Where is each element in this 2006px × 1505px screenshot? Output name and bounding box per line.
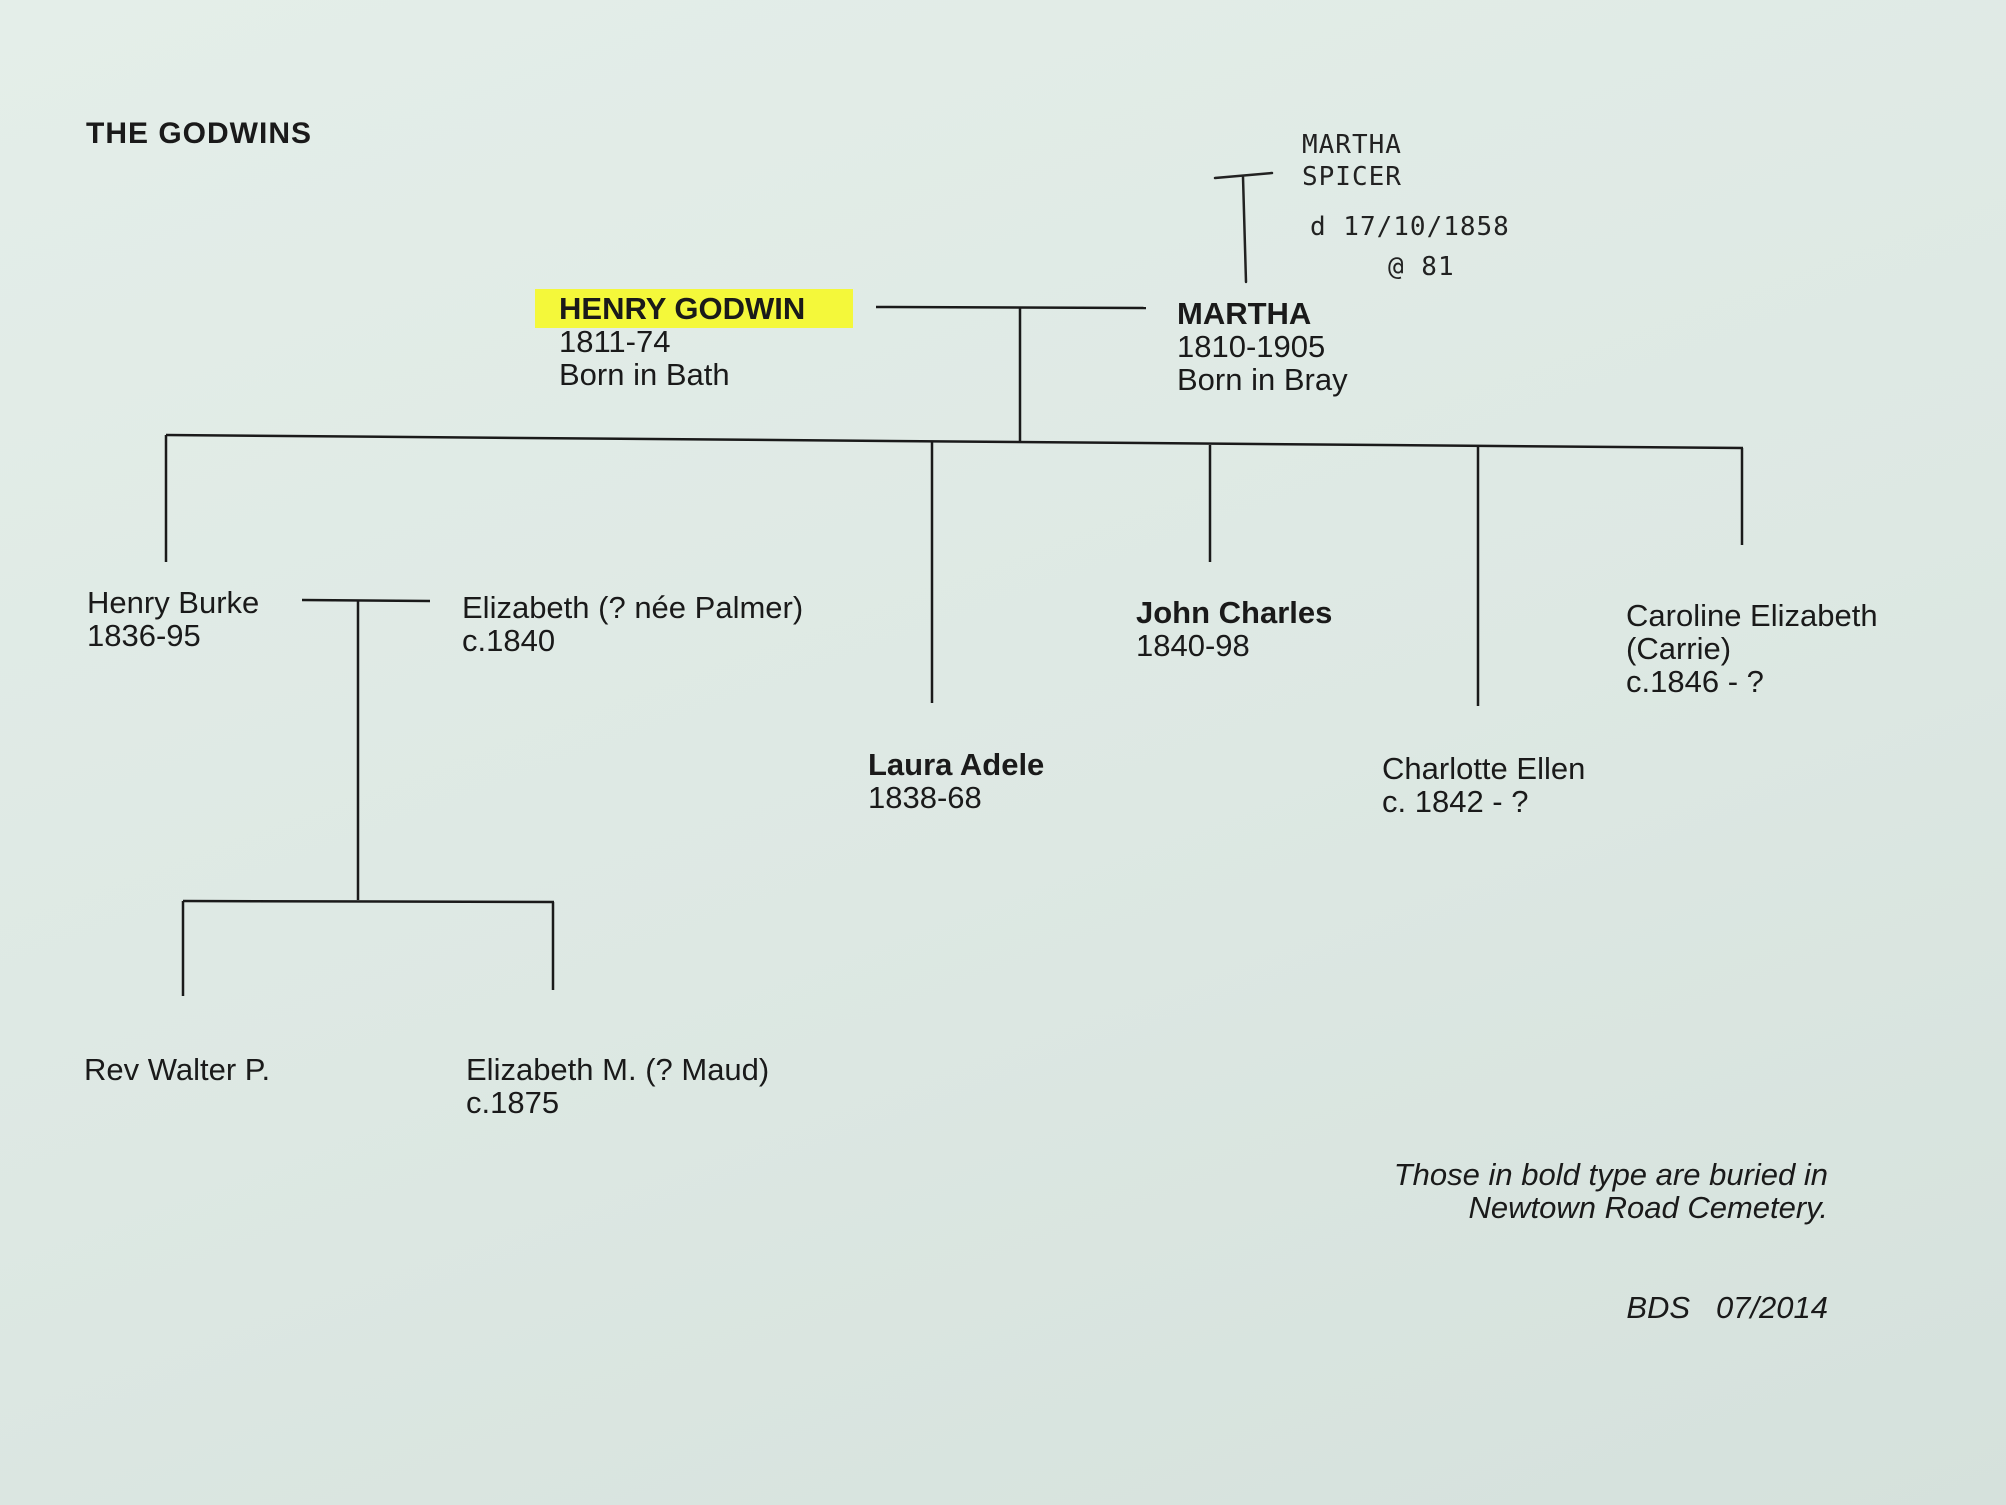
footnote: Those in bold type are buried in Newtown… bbox=[1394, 1158, 1828, 1224]
child-alias: (Carrie) bbox=[1626, 631, 1732, 666]
handwritten-note-line-4: @ 81 bbox=[1388, 252, 1455, 282]
spouse-years: c.1840 bbox=[462, 623, 556, 658]
child-name: Caroline Elizabeth bbox=[1626, 598, 1878, 633]
grandchild-name: Elizabeth M. (? Maud) bbox=[466, 1052, 770, 1087]
father-node: HENRY GODWIN 1811-74 Born in Bath bbox=[535, 289, 854, 392]
handwritten-bracket-stem bbox=[1241, 175, 1248, 284]
grandchild-node-rev-walter: Rev Walter P. bbox=[84, 1053, 270, 1086]
child-name: Laura Adele bbox=[868, 747, 1045, 782]
parents-marriage-line bbox=[875, 305, 1147, 310]
child-years: c. 1842 - ? bbox=[1382, 784, 1529, 819]
henry-burke-marriage-line bbox=[301, 598, 431, 603]
child-node-charlotte-ellen: Charlotte Ellen c. 1842 - ? bbox=[1382, 752, 1585, 818]
mother-node: MARTHA 1810-1905 Born in Bray bbox=[1177, 297, 1348, 396]
grandchild-name: Rev Walter P. bbox=[84, 1052, 271, 1087]
handwritten-note-line-1: MARTHA bbox=[1302, 130, 1402, 160]
child-node-laura-adele: Laura Adele 1838-68 bbox=[868, 748, 1044, 814]
grandchild-years: c.1875 bbox=[466, 1085, 560, 1120]
child-years: 1838-68 bbox=[868, 780, 982, 815]
child-name: John Charles bbox=[1136, 595, 1333, 630]
child-node-henry-burke: Henry Burke 1836-95 bbox=[87, 586, 259, 652]
mother-birthplace: Born in Bray bbox=[1177, 362, 1348, 397]
spouse-name: Elizabeth (? née Palmer) bbox=[462, 590, 804, 625]
child-node-john-charles: John Charles 1840-98 bbox=[1136, 596, 1332, 662]
handwritten-note-line-2: SPICER bbox=[1302, 162, 1402, 192]
father-name: HENRY GODWIN bbox=[535, 289, 854, 328]
mother-years: 1810-1905 bbox=[1177, 329, 1326, 364]
child-name: Henry Burke bbox=[87, 585, 260, 620]
page-title: THE GODWINS bbox=[86, 117, 312, 150]
children-sibling-bar bbox=[165, 433, 1744, 450]
handwritten-bracket-top bbox=[1213, 171, 1274, 180]
signature-date: BDS 07/2014 bbox=[1626, 1290, 1828, 1325]
grandchildren-sibling-bar bbox=[182, 899, 555, 904]
father-birthplace: Born in Bath bbox=[559, 357, 730, 392]
child-years: 1840-98 bbox=[1136, 628, 1250, 663]
footnote-line-1: Those in bold type are buried in bbox=[1393, 1157, 1828, 1192]
child-years: 1836-95 bbox=[87, 618, 201, 653]
footnote-line-2: Newtown Road Cemetery. bbox=[1468, 1190, 1828, 1225]
child-node-caroline-elizabeth: Caroline Elizabeth (Carrie) c.1846 - ? bbox=[1626, 599, 1878, 698]
grandchild-node-elizabeth-m: Elizabeth M. (? Maud) c.1875 bbox=[466, 1053, 769, 1119]
mother-name: MARTHA bbox=[1177, 296, 1312, 331]
father-years: 1811-74 bbox=[559, 324, 671, 359]
spouse-node-elizabeth: Elizabeth (? née Palmer) c.1840 bbox=[462, 591, 803, 657]
child-years: c.1846 - ? bbox=[1626, 664, 1764, 699]
handwritten-note-line-3: d 17/10/1858 bbox=[1310, 212, 1510, 242]
child-name: Charlotte Ellen bbox=[1382, 751, 1586, 786]
